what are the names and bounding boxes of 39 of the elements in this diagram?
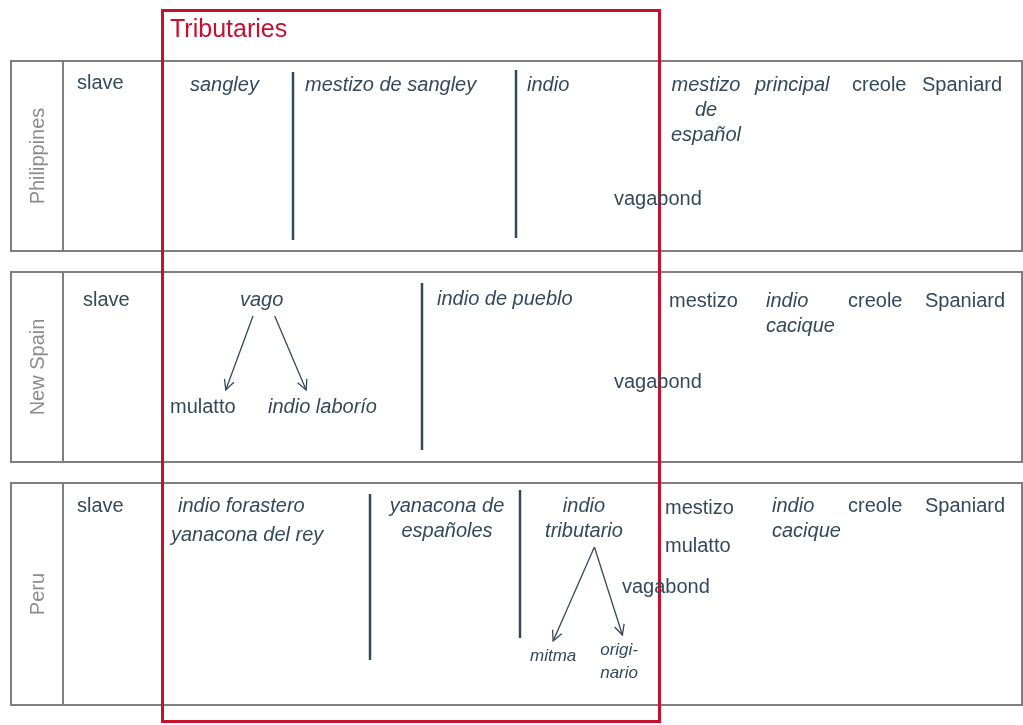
category-term: vago [240, 287, 284, 312]
category-term: mulatto [170, 394, 236, 419]
category-term: mitma [530, 645, 577, 668]
region-name: Philippines [25, 107, 49, 205]
category-term: indio de pueblo [437, 286, 573, 311]
region-name: New Spain [25, 318, 49, 416]
category-term: yanacona de españoles [376, 493, 518, 543]
category-term: mestizo de español [660, 72, 752, 147]
category-term: mestizo [669, 288, 738, 313]
category-term: yanacona del rey [171, 522, 324, 547]
category-term: indio [527, 72, 570, 97]
arrow [593, 546, 625, 636]
arrow [274, 315, 308, 391]
category-term: indio laborío [268, 394, 377, 419]
category-term: indio forastero [178, 493, 305, 518]
category-term: mulatto [665, 533, 731, 558]
category-term: mestizo [665, 495, 734, 520]
region-band [10, 482, 1023, 706]
category-term: slave [77, 493, 124, 518]
category-term: indio tributario [532, 493, 636, 543]
category-term: Spaniard [925, 493, 1006, 518]
region-band [10, 271, 1023, 463]
category-term: slave [83, 287, 130, 312]
category-term: slave [77, 70, 124, 95]
category-term: principal [755, 72, 830, 97]
category-term: creole [852, 72, 907, 97]
category-term: creole [848, 493, 903, 518]
category-term: Spaniard [922, 72, 1003, 97]
category-term: sangley [190, 72, 259, 97]
category-term: indio cacique [766, 288, 846, 338]
category-term: origi-nario [586, 639, 638, 685]
category-term: Spaniard [925, 288, 1006, 313]
frame-title: Tributaries [170, 14, 288, 43]
arrow [223, 315, 254, 391]
category-term: creole [848, 288, 903, 313]
region-band [10, 60, 1023, 252]
arrow [551, 546, 596, 642]
category-term: mestizo de sangley [305, 72, 477, 97]
region-name: Peru [25, 572, 49, 616]
